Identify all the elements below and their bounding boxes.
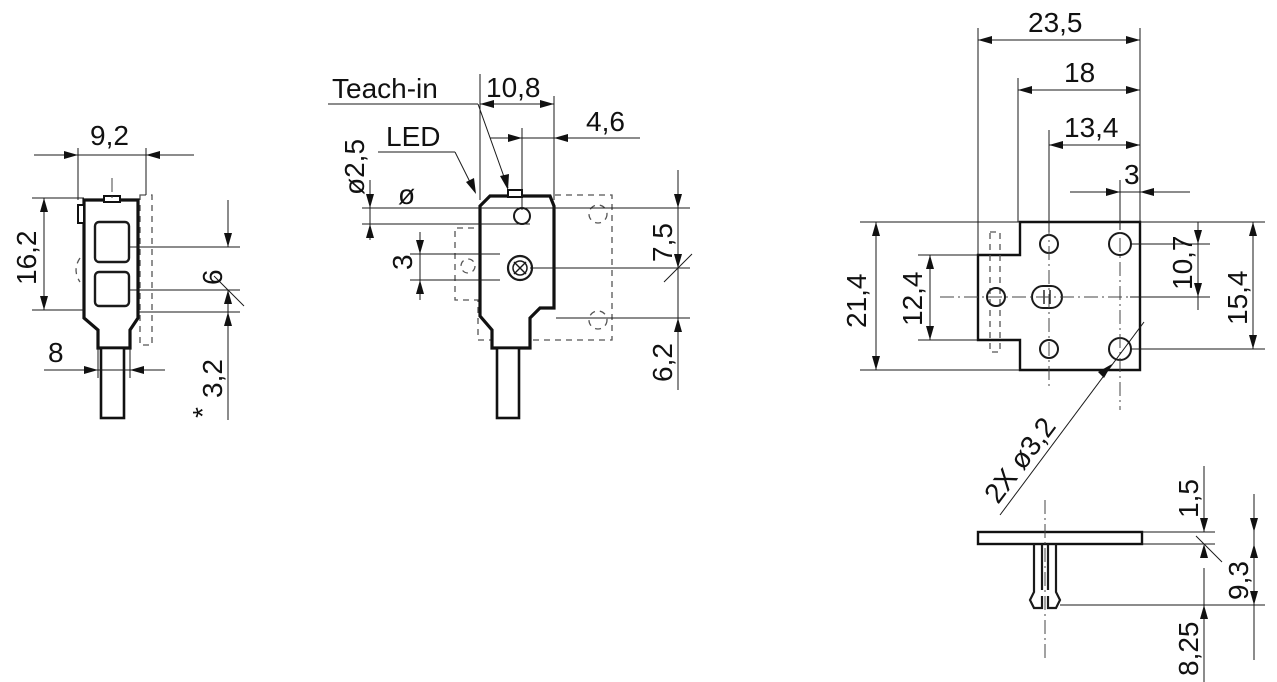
dim-front-width: 9,2 xyxy=(90,120,129,151)
dim-side-top-width: 10,8 xyxy=(486,72,541,103)
dim-bracket-10-7: 10,7 xyxy=(1167,236,1198,291)
dim-side-six-two: 6,2 xyxy=(647,343,678,382)
bracket-hole-bottom-left xyxy=(1039,339,1059,359)
dim-side-offset: 4,6 xyxy=(586,106,625,137)
dim-plate-8-25: 8,25 xyxy=(1173,622,1204,677)
front-upper-lens xyxy=(93,220,131,264)
dim-bracket-13-4: 13,4 xyxy=(1064,112,1119,143)
dim-side-seven-five: 7,5 xyxy=(647,223,678,262)
dim-bracket-21-4: 21,4 xyxy=(841,274,872,329)
diameter-symbol: ø xyxy=(398,179,415,210)
bracket-plate xyxy=(976,220,1142,372)
plate-side-view: 1,5 9,3 8,25 xyxy=(976,466,1265,682)
dim-bracket-hole-dia: 2X ø3,2 xyxy=(978,412,1062,509)
front-cable xyxy=(99,346,126,420)
dim-side-three: 3 xyxy=(387,254,418,270)
side-cable xyxy=(495,346,521,420)
dim-bracket-12-4: 12,4 xyxy=(897,272,928,327)
asterisk-note: * xyxy=(187,407,218,418)
dim-side-bore: ø2,5 xyxy=(339,139,370,195)
dim-front-lens-pitch: 6 xyxy=(197,269,228,285)
bracket-top-view: 23,5 18 13,4 3 21,4 12,4 xyxy=(841,7,1265,516)
dim-plate-9-3: 9,3 xyxy=(1223,561,1254,600)
led-label: LED xyxy=(386,121,440,152)
bracket-hole-side xyxy=(986,287,1006,307)
dim-bracket-15-4: 15,4 xyxy=(1222,271,1253,326)
dim-front-cable-width: 8 xyxy=(48,337,64,368)
dim-front-height: 16,2 xyxy=(11,231,42,286)
side-view: Teach-in LED 10,8 4,6 ø2,5 ø 3 xyxy=(328,72,693,420)
side-sensor-body xyxy=(478,194,556,350)
teach-in-label: Teach-in xyxy=(332,73,438,104)
plate-clip xyxy=(1028,544,1062,610)
front-view: 9,2 16,2 6 3,2 * 8 xyxy=(11,120,245,420)
dim-bracket-3: 3 xyxy=(1124,159,1140,190)
dim-bracket-total: 23,5 xyxy=(1028,7,1083,38)
dim-front-bottom: 3,2 xyxy=(197,359,228,398)
dim-bracket-18: 18 xyxy=(1064,57,1095,88)
plate-profile xyxy=(976,530,1144,546)
dim-plate-1-5: 1,5 xyxy=(1173,479,1204,518)
front-lower-lens xyxy=(93,270,131,308)
